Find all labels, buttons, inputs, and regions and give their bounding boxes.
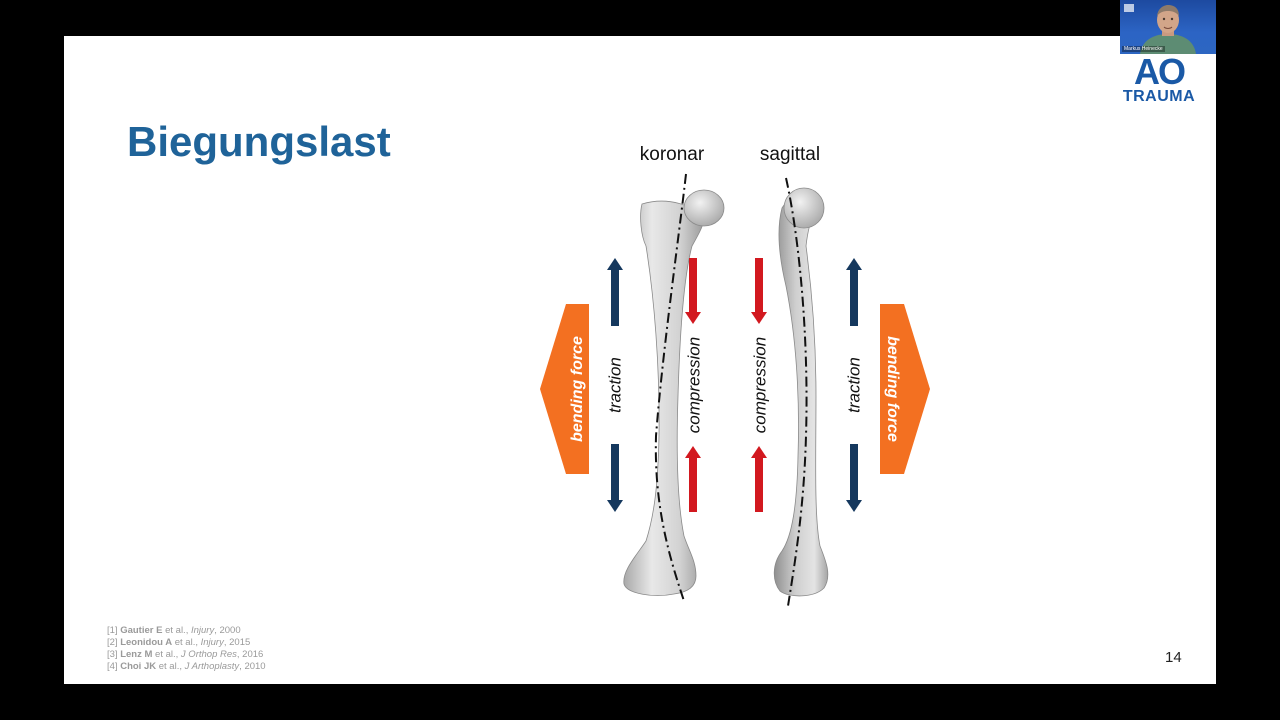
compression-arrowhead-down-right bbox=[751, 312, 767, 324]
femur-sagittal-shaft bbox=[773, 198, 829, 597]
reference-item: [1] Gautier E et al., Injury, 2000 bbox=[107, 625, 241, 636]
presentation-slide: Biegungslast AO TRAUMA bbox=[64, 36, 1216, 684]
bending-force-label-left: bending force bbox=[569, 336, 586, 442]
label-sagittal: sagittal bbox=[760, 144, 820, 165]
label-koronar: koronar bbox=[640, 144, 705, 165]
references-list: [1] Gautier E et al., Injury, 2000 [2] L… bbox=[107, 625, 266, 673]
reference-item: [2] Leonidou A et al., Injury, 2015 bbox=[107, 637, 251, 648]
bending-force-shape-right bbox=[880, 304, 930, 474]
reference-item: [4] Choi JK et al., J Arthoplasty, 2010 bbox=[107, 661, 266, 672]
femur-coronal bbox=[623, 173, 725, 602]
traction-arrowhead-up-right bbox=[846, 258, 862, 270]
bending-force-shape-left bbox=[540, 304, 589, 474]
compression-arrowhead-up-left bbox=[685, 446, 701, 458]
traction-arrowhead-down-right bbox=[846, 500, 862, 512]
participant-name: Markus Heinecke bbox=[1122, 46, 1165, 52]
traction-arrowhead-down-left bbox=[607, 500, 623, 512]
femur-sagittal-head bbox=[783, 187, 825, 229]
femur-coronal-shaft bbox=[623, 200, 705, 596]
bending-force-label-right: bending force bbox=[884, 336, 901, 442]
compression-bar-up-right bbox=[755, 456, 763, 512]
compression-arrowhead-up-right bbox=[751, 446, 767, 458]
axis-line-coronal bbox=[654, 173, 687, 602]
compression-arrowhead-down-left bbox=[685, 312, 701, 324]
traction-bar-down-right bbox=[850, 444, 858, 502]
traction-label-right: traction bbox=[844, 357, 863, 413]
slide-title: Biegungslast bbox=[127, 118, 391, 165]
ao-trauma-logo: AO TRAUMA bbox=[1119, 51, 1199, 106]
compression-arrows-right: compression bbox=[750, 258, 769, 512]
traction-bar-up-left bbox=[611, 268, 619, 326]
logo-ao-text: AO bbox=[1134, 51, 1186, 92]
compression-bar-down-right bbox=[755, 258, 763, 314]
femur-coronal-head bbox=[683, 189, 725, 227]
compression-label-left: compression bbox=[684, 337, 703, 433]
compression-bar-up-left bbox=[689, 456, 697, 512]
compression-bar-down-left bbox=[689, 258, 697, 314]
reference-item: [3] Lenz M et al., J Orthop Res, 2016 bbox=[107, 649, 264, 660]
femur-sagittal bbox=[773, 177, 829, 607]
traction-label-left: traction bbox=[605, 357, 624, 413]
participant-video-tile[interactable]: Markus Heinecke bbox=[1120, 0, 1216, 54]
traction-arrows-right: traction bbox=[844, 258, 863, 512]
bending-force-arrow-left: bending force bbox=[540, 304, 589, 474]
traction-arrowhead-up-left bbox=[607, 258, 623, 270]
slide-page-number: 14 bbox=[1165, 649, 1182, 666]
femur-bending-figure: koronar sagittal bending force bbox=[540, 144, 930, 607]
compression-arrows-left: compression bbox=[684, 258, 703, 512]
traction-bar-down-left bbox=[611, 444, 619, 502]
participant-avatar bbox=[1124, 4, 1196, 54]
compression-label-right: compression bbox=[750, 337, 769, 433]
bending-force-arrow-right: bending force bbox=[880, 304, 930, 474]
traction-bar-up-right bbox=[850, 268, 858, 326]
traction-arrows-left: traction bbox=[605, 258, 624, 512]
logo-trauma-text: TRAUMA bbox=[1122, 88, 1196, 105]
